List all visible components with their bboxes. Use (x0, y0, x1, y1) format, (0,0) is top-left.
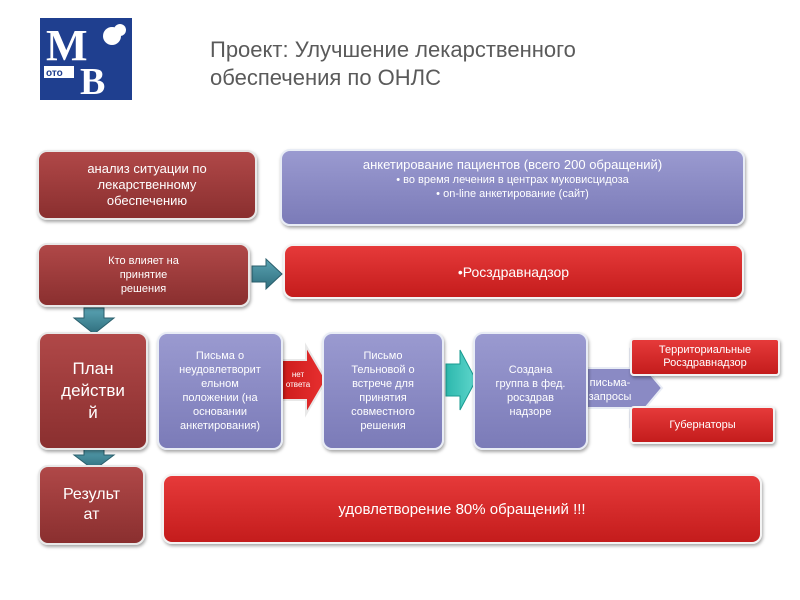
arrow-right-teal-icon (445, 349, 477, 411)
arrow-down-icon (72, 307, 116, 335)
page-title: Проект: Улучшение лекарственного обеспеч… (210, 37, 576, 90)
letters-unsatisfactory-box: Письма о неудовлетворит ельном положении… (157, 332, 283, 450)
who-influences-box: Кто влияет на принятие решения (37, 243, 250, 307)
letters-telnova-box: Письмо Тельновой о встрече для принятия … (322, 332, 444, 450)
no-reply-label: нет ответа (285, 370, 311, 389)
request-letters-label: письма- запросы (588, 377, 632, 403)
governors-box: Губернаторы (630, 406, 775, 444)
arrow-right-icon (251, 257, 283, 291)
survey-box: анкетирование пациентов (всего 200 обращ… (280, 149, 745, 226)
logo-letter-m: М (46, 21, 88, 70)
territorial-box: Территориальные Росздравнадзор (630, 338, 780, 376)
logo-letter-b: В (80, 61, 105, 100)
analysis-box: анализ ситуации по лекарственному обеспе… (37, 150, 257, 220)
logo-graphic: М ото В (40, 18, 132, 100)
plan-box: План действи й (38, 332, 148, 450)
roszdravnadzor-box: •Росздравнадзор (283, 244, 744, 299)
survey-main-text: анкетирование пациентов (всего 200 обращ… (362, 157, 663, 172)
group-created-box: Создана группа в фед. росздрав надзоре (473, 332, 588, 450)
survey-bullet: • во время лечения в центрах муковисцидо… (396, 174, 629, 186)
logo: М ото В (40, 18, 132, 100)
satisfaction-box: удовлетворение 80% обращений !!! (162, 474, 762, 544)
logo-sub-text: ото (46, 68, 63, 79)
survey-bullet: • on-line анкетирование (сайт) (436, 188, 589, 200)
result-box: Результ ат (38, 465, 145, 545)
